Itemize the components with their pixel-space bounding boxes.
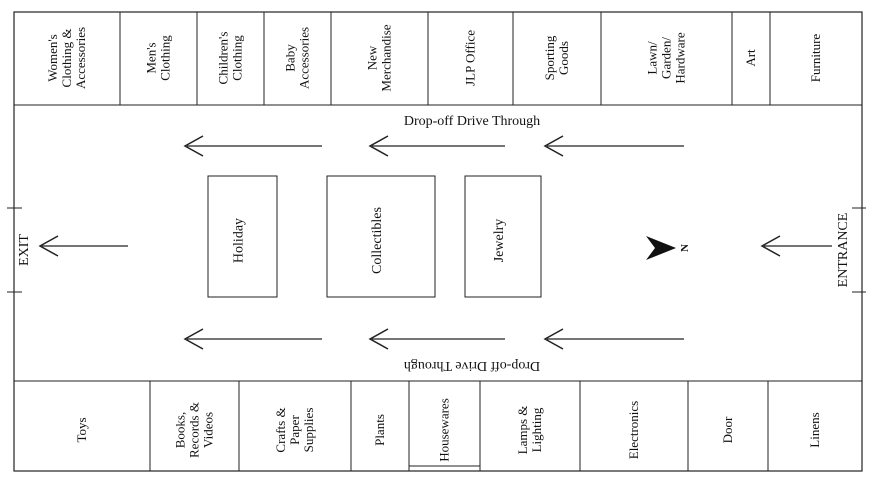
drive-through-label-top: Drop-off Drive Through [404,114,540,129]
bottom-dept-5-line: Lamps & [515,406,530,455]
bottom-dept-1-line: Videos [201,412,216,448]
arrow-head-icon [38,235,59,257]
bottom-dept-8-line: Linens [807,412,822,447]
booth-label: Collectibles [370,207,385,274]
top-dept-3-line: Accessories [297,27,312,89]
bottom-dept-5: Lamps &Lighting [515,406,544,455]
top-dept-0-line: Clothing & [59,29,74,88]
bottom-dept-0-line: Toys [74,417,89,442]
booth-label: Holiday [232,218,247,263]
arrow-head-icon [368,328,389,350]
bottom-dept-3-line: Plants [372,414,387,446]
booth-label: Jewelry [492,219,507,263]
traffic-arrows [38,135,832,350]
top-dept-2-line: Clothing [230,35,245,81]
arrow-head-icon [760,235,781,257]
compass-arrow-icon [646,236,676,260]
bottom-dept-0: Toys [74,417,89,442]
top-dept-3-line: Baby [283,44,298,72]
bottom-dept-2: Crafts &PaperSupplies [273,407,316,452]
top-dept-1: Men'sClothing [144,35,173,81]
top-dept-1-line: Men's [144,42,159,73]
top-dept-1-line: Clothing [158,35,173,81]
bottom-dept-2-line: Paper [287,415,302,445]
exit-label: EXIT [17,234,32,266]
top-dept-0: Women'sClothing &Accessories [45,27,88,89]
bottom-dept-6: Electronics [626,401,641,459]
entrance-label: ENTRANCE [836,213,851,288]
top-dept-6-line: Goods [556,41,571,75]
top-dept-0-line: Women's [45,34,60,82]
top-dept-3: BabyAccessories [283,27,312,89]
top-dept-4: NewMerchandise [365,24,394,91]
booth-box [326,175,436,298]
top-dept-5: JLP Office [463,30,478,86]
bottom-dept-3: Plants [372,414,387,446]
center-booths: Holiday Collectibles Jewelry [207,175,542,298]
bottom-dept-4: Housewares [437,398,452,462]
top-dept-7-line: Lawn/ [645,41,660,75]
bottom-dept-4-line: Housewares [437,398,452,462]
top-dept-4-line: Merchandise [379,24,394,91]
top-dept-8-line: Art [743,49,758,67]
top-dept-8: Art [743,49,758,67]
top-dept-9: Furniture [808,34,823,83]
top-dept-5-line: JLP Office [463,30,478,86]
top-dept-7-line: Hardware [673,32,688,83]
top-dept-0-line: Accessories [73,27,88,89]
top-dept-2: Children'sClothing [216,32,245,85]
building-outline [13,11,863,472]
bottom-dept-1: Books,Records &Videos [173,402,216,458]
bottom-dept-1-line: Records & [187,402,202,458]
arrow-head-icon [543,135,564,157]
arrow-head-icon [368,135,389,157]
bottom-dept-2-line: Crafts & [273,407,288,452]
bottom-dept-8: Linens [807,412,822,447]
arrow-head-icon [183,328,204,350]
top-dept-4-line: New [365,45,380,70]
bottom-dept-2-line: Supplies [301,408,316,453]
bottom-dept-6-line: Electronics [626,401,641,459]
bottom-dept-1-line: Books, [173,412,188,448]
compass-north-label: N [679,244,691,252]
top-dept-7: Lawn/Garden/Hardware [645,32,688,83]
bottom-dept-5-line: Lighting [529,407,544,452]
bottom-dept-7-line: Door [720,416,735,443]
top-dept-9-line: Furniture [808,34,823,83]
arrow-head-icon [183,135,204,157]
top-dept-6: SportingGoods [542,35,571,80]
booth-box [464,175,542,298]
top-dept-6-line: Sporting [542,35,557,80]
north-compass: N [646,236,691,260]
drive-through-label-bottom: Drop-off Drive Through [404,358,540,373]
top-dept-7-line: Garden/ [659,37,674,79]
arrow-head-icon [543,328,564,350]
top-dept-2-line: Children's [216,32,231,85]
booth-box [207,175,278,298]
bottom-department-row: Toys Books,Records &Videos Crafts &PaperSu… [14,380,862,471]
bottom-dept-7: Door [720,416,735,443]
